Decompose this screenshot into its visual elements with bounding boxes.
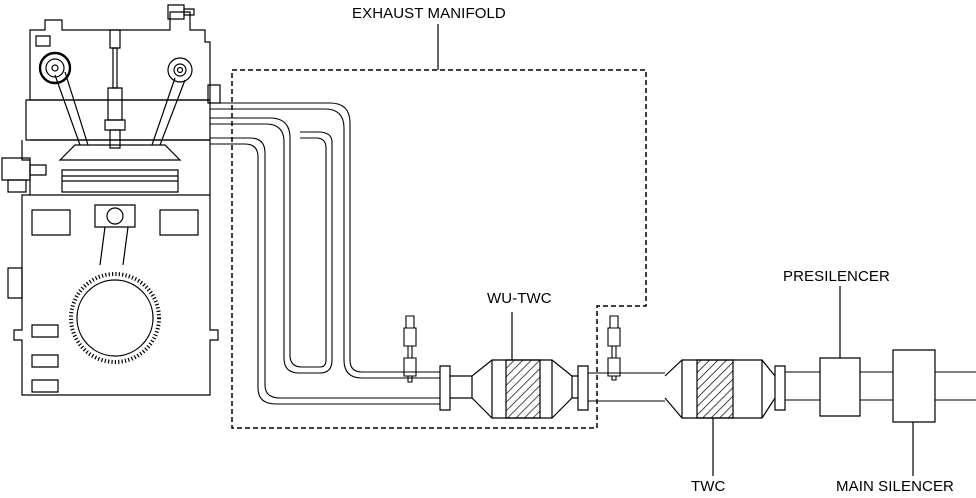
exhaust-camshaft bbox=[168, 58, 192, 82]
main-silencer bbox=[893, 350, 935, 476]
engine bbox=[2, 5, 220, 395]
exhaust-pipes bbox=[210, 103, 976, 404]
wu-twc bbox=[440, 312, 588, 418]
rear-o2-sensor bbox=[608, 316, 620, 380]
combustion-chamber bbox=[60, 145, 180, 160]
main-silencer-label: MAIN SILENCER bbox=[836, 478, 954, 495]
crank-pulley bbox=[71, 274, 159, 362]
spark-plug-engine bbox=[105, 30, 125, 148]
exhaust-manifold-outline bbox=[232, 70, 646, 428]
twc bbox=[665, 360, 785, 476]
front-o2-sensor bbox=[404, 316, 416, 382]
wu-twc-label: WU-TWC bbox=[487, 290, 552, 307]
exhaust-manifold-label: EXHAUST MANIFOLD bbox=[352, 5, 506, 22]
twc-label: TWC bbox=[691, 478, 726, 495]
presilencer-label: PRESILENCER bbox=[783, 268, 890, 285]
presilencer bbox=[820, 286, 860, 416]
cylinder-head bbox=[30, 12, 210, 100]
intake-camshaft bbox=[40, 53, 70, 83]
